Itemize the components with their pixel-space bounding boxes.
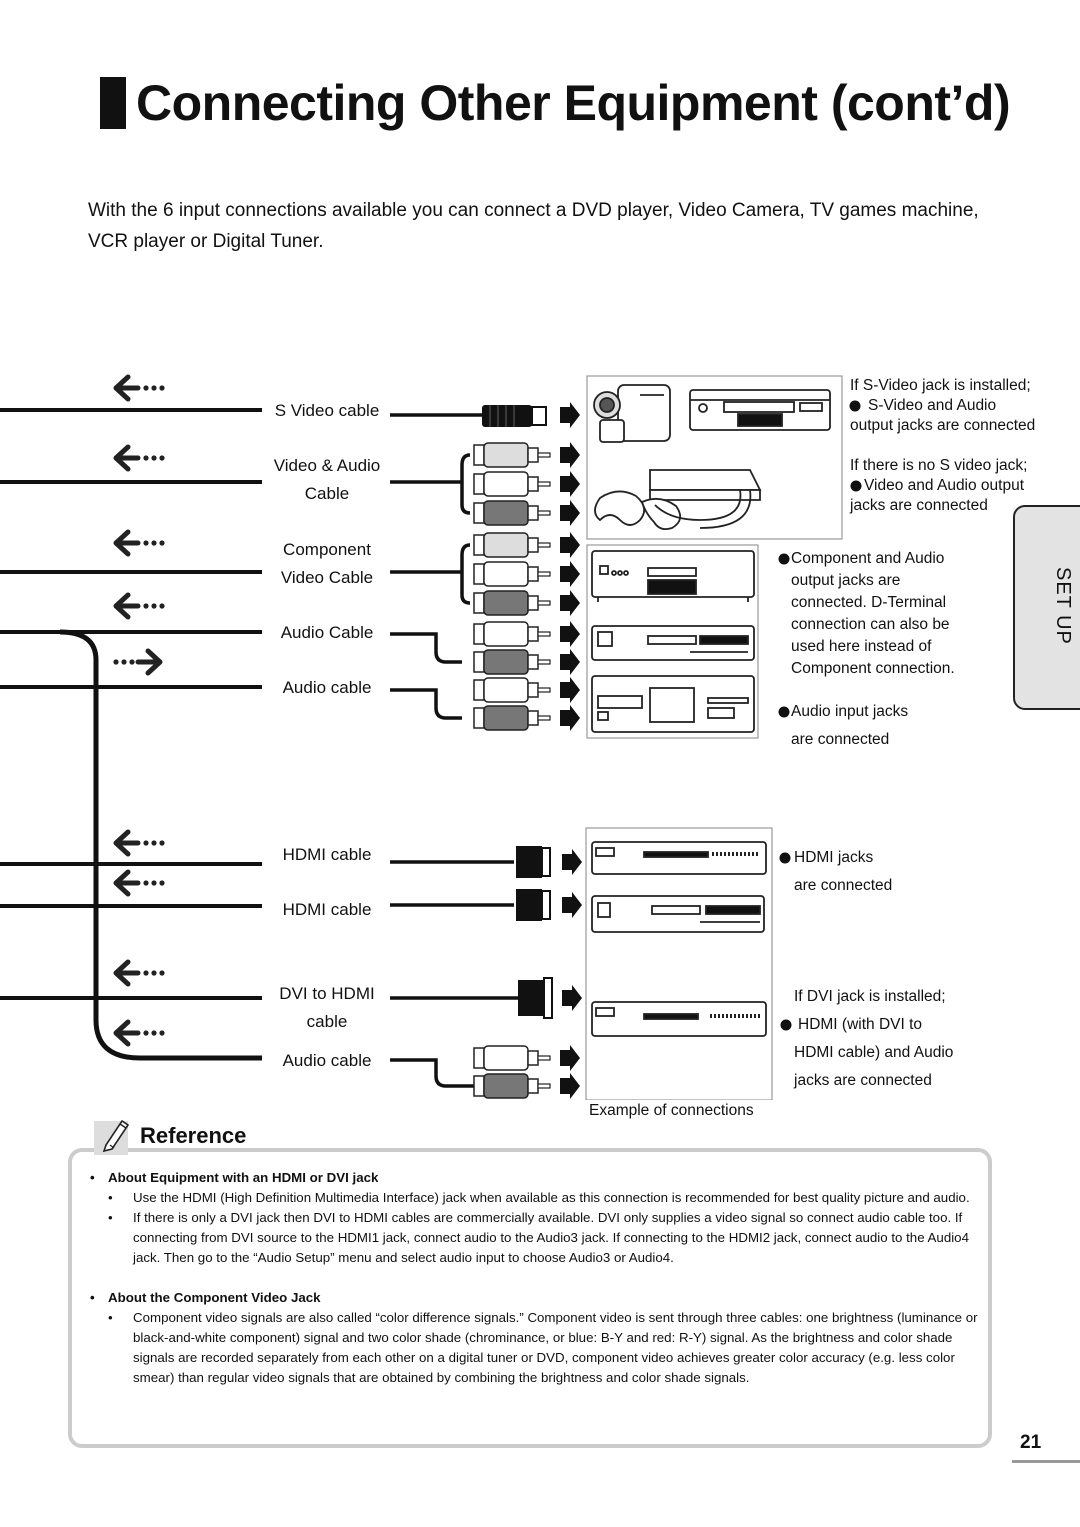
audio-deck-icon: [591, 675, 755, 733]
connection-diagram: [0, 360, 862, 1100]
svideo-plug-icon: [482, 405, 547, 427]
note-dvi-intro: If DVI jack is installed;: [794, 988, 946, 1005]
setup-tab-label: SET UP: [1052, 567, 1074, 645]
note-dvi-line1: HDMI (with DVI to: [798, 1016, 923, 1033]
note-nosvideo-intro: If there is no S video jack;: [850, 457, 1028, 474]
reference-box: [68, 1148, 992, 1448]
arrow-icons-right: [560, 402, 582, 1099]
dvd-player-icon: [591, 550, 755, 602]
title-marker: [100, 77, 126, 129]
reference-bullet: If there is only a DVI jack then DVI to …: [88, 1208, 978, 1268]
note-hdmi-line1: HDMI jacks: [794, 849, 874, 866]
setup-section-tab: SET UP: [1013, 505, 1080, 710]
video-audio-cable-label: Video & Audio: [273, 456, 381, 475]
arrow-out-icon: [113, 648, 163, 676]
component-cable-label: Component: [283, 540, 371, 559]
note-bullets: [778, 400, 862, 1031]
audio-cable-label-3: Audio cable: [282, 1051, 372, 1070]
note-nosvideo-line1: Video and Audio output: [864, 477, 1025, 494]
reference-heading-hdmi: About Equipment with an HDMI or DVI jack: [88, 1168, 978, 1188]
audio-cable-label-2: Audio cable: [282, 678, 372, 697]
intro-paragraph: With the 6 input connections available y…: [88, 200, 979, 252]
example-caption: Example of connections: [589, 1102, 754, 1119]
dvi-device-icon: [591, 1001, 767, 1037]
note-component-line5: used here instead of: [791, 638, 932, 655]
reference-title: Reference: [140, 1123, 247, 1148]
video-camera-icon: [593, 384, 671, 443]
page-number: 21: [1020, 1432, 1042, 1453]
note-hdmi-line2: are connected: [794, 877, 893, 894]
audio-cable-label-1: Audio Cable: [280, 623, 374, 642]
note-svideo-line1: S-Video and Audio: [868, 397, 997, 414]
note-audio-input-line2: are connected: [791, 731, 890, 748]
hdmi-cable-label-1: HDMI cable: [282, 845, 372, 864]
hdmi-device-2-icon: [591, 895, 765, 933]
note-nosvideo-line2: jacks are connected: [850, 497, 988, 514]
reference-content: About Equipment with an HDMI or DVI jack…: [88, 1168, 978, 1388]
reference-bullet: Use the HDMI (High Definition Multimedia…: [88, 1188, 978, 1208]
note-audio-input-line1: Audio input jacks: [791, 703, 909, 720]
video-audio-cable-label-2: Cable: [304, 484, 350, 503]
reference-bullet: Component video signals are also called …: [88, 1308, 978, 1388]
component-cable-label-2: Video Cable: [280, 568, 374, 587]
dvi-hdmi-cable-label: DVI to HDMI: [279, 984, 375, 1003]
hdmi-plug-icons: [515, 845, 551, 922]
note-dvi-line2: HDMI cable) and Audio: [794, 1044, 954, 1061]
page-number-rule: [1012, 1460, 1080, 1463]
pencil-note-icon: [94, 1119, 130, 1155]
page-title: Connecting Other Equipment (cont’d): [100, 74, 1011, 132]
note-component-line3: connected. D-Terminal: [791, 594, 947, 611]
note-component-line2: output jacks are: [791, 572, 901, 589]
note-component-line4: connection can also be: [791, 616, 950, 633]
note-svideo-intro: If S-Video jack is installed;: [850, 377, 1031, 394]
note-component-line6: Component connection.: [791, 660, 955, 677]
reference-heading-component: About the Component Video Jack: [88, 1288, 978, 1308]
hdmi-cable-label-2: HDMI cable: [282, 900, 372, 919]
dvi-plug-icon: [518, 977, 553, 1019]
dvi-hdmi-cable-label-2: cable: [306, 1012, 348, 1031]
hdmi-device-1-icon: [591, 841, 767, 875]
digital-tuner-icon: [591, 625, 755, 661]
page-title-text: Connecting Other Equipment (cont’d): [136, 75, 1011, 131]
note-component-line1: Component and Audio: [791, 550, 945, 567]
note-svideo-line2: output jacks are connected: [850, 417, 1036, 434]
svideo-cable-label: S Video cable: [274, 401, 380, 420]
vcr-icon: [689, 389, 831, 431]
arrow-icons-left: [116, 377, 165, 1044]
note-dvi-line3: jacks are connected: [794, 1072, 932, 1089]
game-console-icon: [594, 469, 762, 531]
reference-header: Reference: [92, 1115, 246, 1157]
